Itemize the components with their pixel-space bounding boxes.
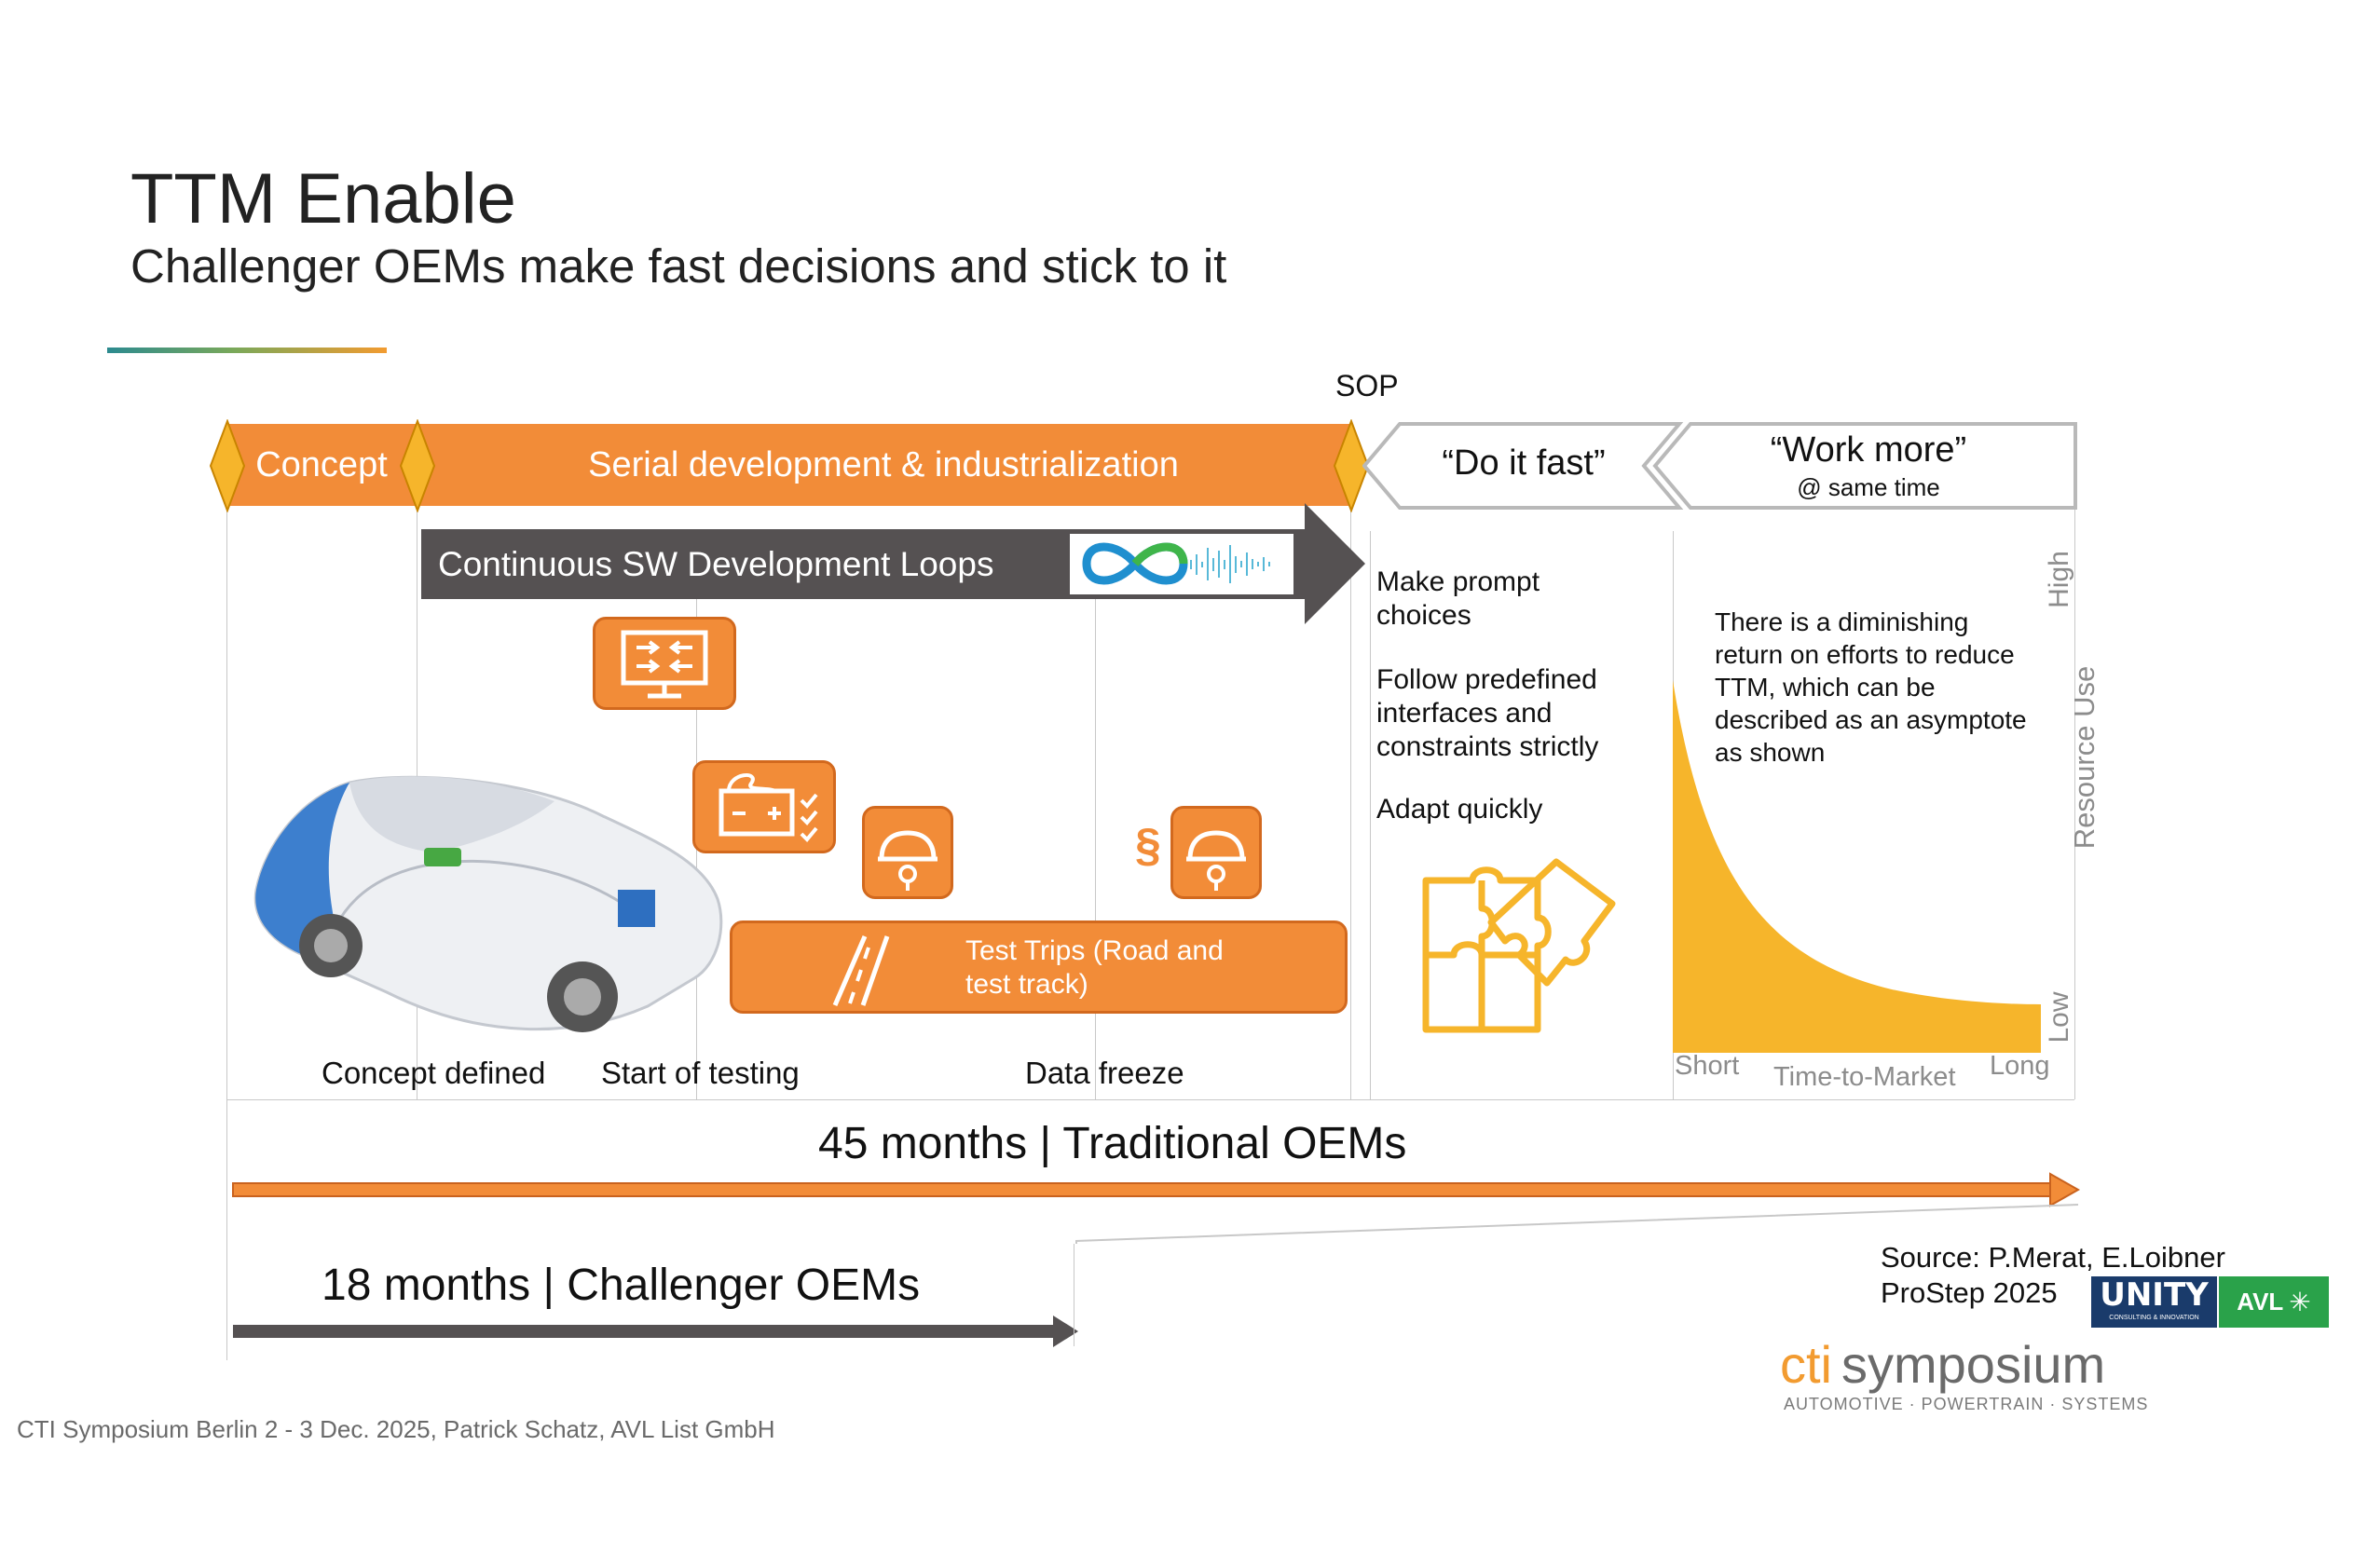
footer-text: CTI Symposium Berlin 2 - 3 Dec. 2025, Pa… bbox=[17, 1415, 775, 1443]
serial-phase-bar: Serial development & industrialization bbox=[417, 424, 1350, 506]
regulation-vehicle-icon bbox=[1170, 806, 1262, 899]
source-line-1: Source: P.Merat, E.Loibner bbox=[1881, 1241, 2225, 1274]
traditional-duration-label: 45 months | Traditional OEMs bbox=[818, 1119, 1407, 1168]
x-axis-label: Time-to-Market bbox=[1773, 1062, 1956, 1092]
sop-diamond-icon bbox=[1333, 419, 1370, 512]
phase-chevrons bbox=[1362, 422, 2077, 510]
challenger-duration-arrow bbox=[233, 1316, 1078, 1347]
simulation-monitor-icon bbox=[593, 617, 736, 710]
divider-line bbox=[1370, 531, 1371, 1099]
title-underline bbox=[107, 348, 387, 353]
unity-logo-subtext: CONSULTING & INNOVATION bbox=[2109, 1315, 2199, 1321]
test-trips-label: Test Trips (Road and test track) bbox=[965, 935, 1224, 1000]
divider-line bbox=[1350, 503, 1351, 1099]
divider-line bbox=[2074, 503, 2075, 1099]
concept-label: Concept bbox=[255, 444, 388, 484]
avl-logo-text: AVL bbox=[2237, 1288, 2284, 1316]
puzzle-icon bbox=[1422, 858, 1616, 1033]
test-trips-bar: Test Trips (Road and test track) bbox=[730, 920, 1348, 1014]
asymptote-note: There is a diminishing return on efforts… bbox=[1715, 607, 2027, 767]
logo-symposium: symposium bbox=[1841, 1335, 2106, 1394]
concept-phase-bar: Concept bbox=[226, 424, 417, 506]
milestone-diamond-icon bbox=[399, 419, 436, 512]
vehicle-test-icon bbox=[862, 806, 953, 899]
y-low-label: Low bbox=[2044, 991, 2074, 1043]
source-line-2: ProStep 2025 bbox=[1881, 1276, 2058, 1309]
work-more-sublabel: @ same time bbox=[1797, 473, 1940, 501]
logo-tagline: AUTOMOTIVE · POWERTRAIN · SYSTEMS bbox=[1784, 1395, 2149, 1413]
unity-logo: UNITY CONSULTING & INNOVATION bbox=[2091, 1276, 2217, 1328]
milestone-data-freeze: Data freeze bbox=[1025, 1056, 1184, 1090]
milestone-concept-defined: Concept defined bbox=[322, 1056, 546, 1090]
page-title: TTM Enable bbox=[130, 159, 516, 239]
serial-label: Serial development & industrialization bbox=[588, 444, 1179, 484]
work-more-label: “Work more” bbox=[1770, 430, 1967, 470]
infinity-icon bbox=[1082, 542, 1270, 585]
asymptote-curve-chart bbox=[1673, 680, 2041, 1053]
y-high-label: High bbox=[2044, 551, 2074, 608]
point-predefined-interfaces: Follow predefined interfaces and constra… bbox=[1376, 664, 1599, 762]
arrow-head-icon bbox=[1305, 503, 1365, 624]
divider-line bbox=[226, 1099, 2074, 1100]
divider-line bbox=[1095, 596, 1096, 1099]
page-subtitle: Challenger OEMs make fast decisions and … bbox=[130, 239, 1227, 293]
milestone-start-of-testing: Start of testing bbox=[601, 1056, 800, 1090]
infinity-loop-badge bbox=[1070, 534, 1293, 594]
paragraph-icon: § bbox=[1135, 819, 1161, 871]
avl-snowflake-icon: ✳ bbox=[2289, 1288, 2311, 1316]
milestone-diamond-icon bbox=[209, 419, 246, 512]
sw-loops-label: Continuous SW Development Loops bbox=[438, 544, 994, 583]
battery-icon bbox=[692, 760, 836, 853]
car-illustration bbox=[253, 775, 723, 1032]
point-prompt-choices: Make prompt choices bbox=[1376, 566, 1540, 631]
road-icon bbox=[832, 935, 890, 1006]
point-adapt-quickly: Adapt quickly bbox=[1376, 794, 1543, 825]
do-it-fast-label: “Do it fast” bbox=[1442, 443, 1606, 483]
challenger-duration-label: 18 months | Challenger OEMs bbox=[322, 1261, 921, 1310]
compare-connector-line bbox=[1075, 1204, 2079, 1244]
y-axis-label: Resource Use bbox=[2068, 665, 2101, 850]
logo-cti: cti bbox=[1780, 1335, 1832, 1394]
avl-logo: AVL ✳ bbox=[2219, 1276, 2329, 1328]
x-long-label: Long bbox=[1990, 1051, 2050, 1081]
divider-line bbox=[226, 503, 227, 1360]
unity-logo-text: UNITY bbox=[2100, 1276, 2209, 1314]
sop-label: SOP bbox=[1335, 369, 1399, 402]
x-short-label: Short bbox=[1675, 1051, 1740, 1081]
traditional-duration-arrow bbox=[232, 1172, 2081, 1207]
